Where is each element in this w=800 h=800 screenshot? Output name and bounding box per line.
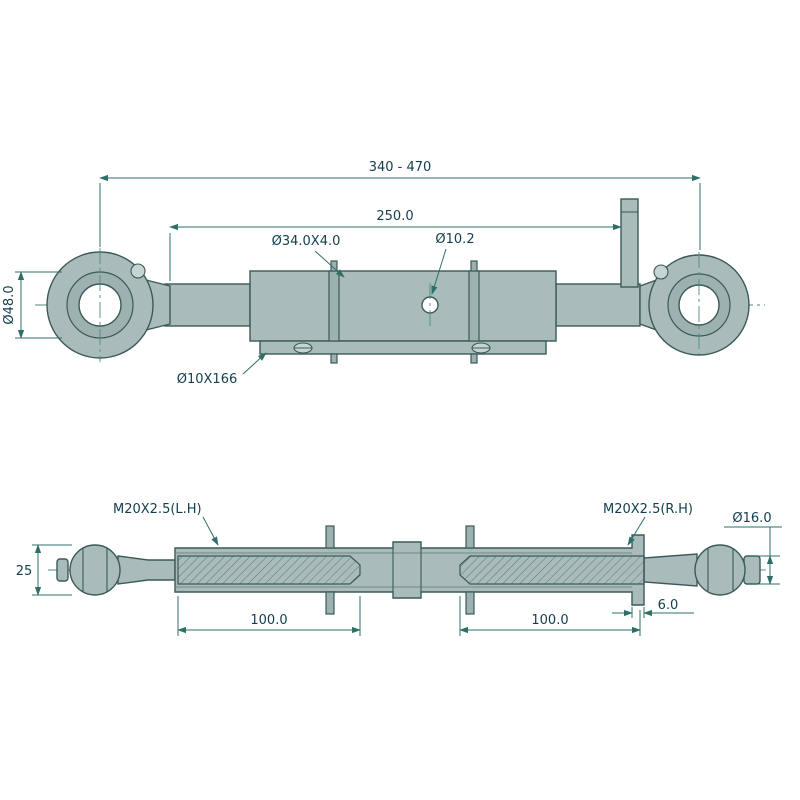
lock-collar-left [328,270,340,342]
dim-overall-length: 340 - 470 [99,160,701,250]
dim-stud-tip-label: Ø16.0 [732,511,771,526]
dim-center-hole-label: Ø10.2 [435,232,474,247]
dim-left-thread-length: 100.0 [177,596,361,636]
dim-left-thread-length-label: 100.0 [250,613,287,628]
dim-flange-thickness: 6.0 [612,598,694,618]
lock-pin-bottom-right [465,591,475,615]
pin-bottom-right [470,353,478,364]
right-stud-tip [743,555,761,585]
dim-right-thread-length-label: 100.0 [531,613,568,628]
left-eye-grease-hole [130,263,146,279]
dim-right-thread-length: 100.0 [459,596,641,636]
left-stud-tip [56,558,69,582]
right-ball-eye [639,252,750,358]
right-eye-grease-hole [653,264,669,280]
dim-stud-tip: Ø16.0 [724,511,782,585]
lock-collar-right [468,270,480,342]
lock-pin-bottom-left [325,591,335,615]
left-threaded-rod [164,283,251,327]
barrel-body [174,525,645,615]
dim-center-hole: Ø10.2 [431,232,475,295]
dim-left-thread: M20X2.5(L.H) [113,502,219,546]
left-ball-eye [46,248,171,362]
tube-body [249,270,557,342]
dim-overall-length-label: 340 - 470 [369,160,432,175]
dim-right-thread-label: M20X2.5(R.H) [603,502,693,517]
dim-tube-section: Ø34.0X4.0 [272,234,345,278]
dim-pin-size-label: Ø10X166 [177,372,238,387]
left-rod-section [177,555,361,585]
dim-ball-eye-diameter-label: Ø48.0 [2,285,17,324]
dim-ball-eye-diameter: Ø48.0 [2,271,62,339]
left-ball [69,544,121,596]
right-ball-stud [643,544,761,596]
right-rod-section [459,555,645,585]
barrel-outline [174,534,645,606]
dim-body-length-label: 250.0 [376,209,413,224]
top-view-assembly: 340 - 470 250.0 Ø34.0X4.0 Ø10.2 Ø48.0 [2,160,765,387]
lock-pin-top-right [465,525,475,549]
bottom-view-section: 25 M20X2.5(L.H) M20X2.5(R.H) Ø16.0 100.0 [16,502,782,636]
dim-body-length: 250.0 [169,209,622,281]
right-ball [694,544,746,596]
left-stud-neck [117,555,176,585]
pin-bottom-left [330,353,338,364]
lock-pin-top-left [325,525,335,549]
pin-top-right [470,260,478,272]
right-stud-neck [643,553,698,587]
left-ball-stud [56,544,176,596]
dim-left-thread-label: M20X2.5(L.H) [113,502,202,517]
dim-ball-width: 25 [16,544,72,596]
turning-handle [620,198,639,288]
handle-bar [620,198,639,288]
dim-right-thread: M20X2.5(R.H) [603,502,693,546]
dim-pin-size: Ø10X166 [177,352,267,387]
dim-tube-section-label: Ø34.0X4.0 [272,234,341,249]
central-tube [249,260,557,364]
right-threaded-rod [555,283,641,327]
dim-flange-thickness-label: 6.0 [658,598,679,613]
dim-ball-width-label: 25 [16,564,33,579]
